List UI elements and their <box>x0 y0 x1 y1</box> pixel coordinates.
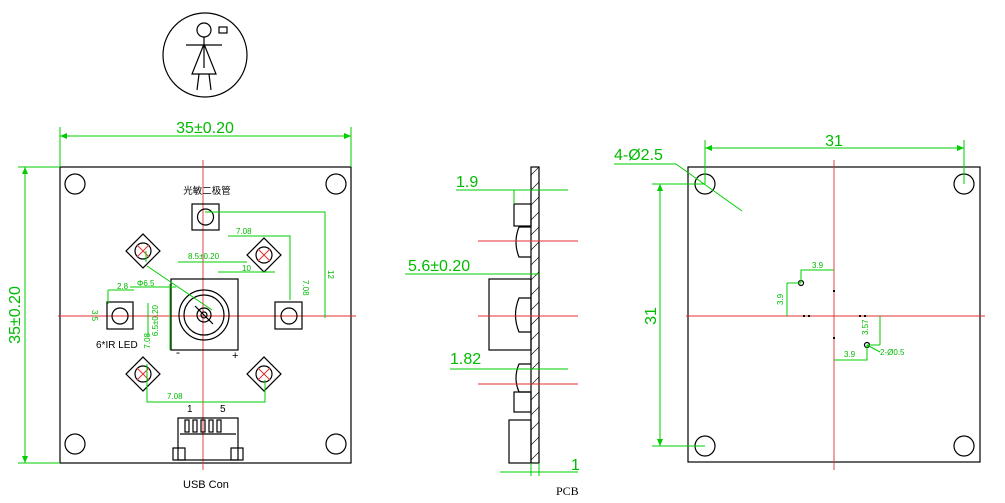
mount-hole <box>64 173 86 195</box>
front-view: 35±0.20 35±0.20 光敏二极管 <box>7 120 356 491</box>
front-board-outline <box>59 166 352 464</box>
dim-1-9: 1.9 <box>456 174 478 191</box>
ir-led <box>125 233 161 269</box>
dim-6-5: 6.5±0.20 <box>151 304 160 336</box>
dim-3-9-a: 3.9 <box>812 261 824 270</box>
led-side <box>515 226 531 258</box>
dim-3-57: 3.57 <box>861 319 870 335</box>
dim-1: 1 <box>571 457 580 474</box>
pcb-label: PCB <box>556 484 579 498</box>
dim-phi-6-5: Φ6.5 <box>137 279 155 288</box>
mount-hole <box>325 173 347 195</box>
usb-side <box>508 419 532 464</box>
back-view: 31 31 4-Ø2.5 3.9 3.9 3.57 3.9 2-Ø0.5 <box>614 133 985 470</box>
dim-7-08-right: 7.08 <box>301 280 310 296</box>
dim-7-08-bottom: 7.08 <box>167 392 183 401</box>
pin-5-label: 5 <box>220 404 226 415</box>
lens-side <box>488 278 532 351</box>
ir-led-label: 6*IR LED <box>96 340 138 351</box>
dim-7-08-left: 7.08 <box>143 332 152 348</box>
ir-led <box>106 301 134 330</box>
dim-2-phi-0-5: 2-Ø0.5 <box>880 348 905 357</box>
polarity-minus: - <box>176 345 180 359</box>
pcb-edge <box>530 166 540 464</box>
mount-hole <box>325 433 347 455</box>
dim-12: 12 <box>326 270 335 279</box>
dim-7-08-top: 7.08 <box>236 227 252 236</box>
ir-led <box>246 237 282 273</box>
ir-led <box>125 356 161 392</box>
mount-hole <box>64 433 86 455</box>
dim-1-82: 1.82 <box>450 351 481 368</box>
dim-5-6: 5.6±0.20 <box>408 258 470 275</box>
photodiode <box>191 203 220 231</box>
side-view: 1.9 5.6±0.20 1.82 1 PCB <box>405 166 580 498</box>
ir-led <box>274 301 303 330</box>
dim-3-5: 3.5 <box>90 310 99 322</box>
dim-8-5: 8.5±0.20 <box>188 252 220 261</box>
back-width-dim: 31 <box>825 133 843 150</box>
height-dimension: 35±0.20 <box>7 286 24 344</box>
ir-led <box>246 356 282 392</box>
polarity-plus: + <box>232 350 238 362</box>
width-dimension: 35±0.20 <box>176 120 234 137</box>
usb-connector <box>172 417 244 461</box>
photodiode-side <box>513 203 532 227</box>
dim-3-9-b: 3.9 <box>776 293 785 305</box>
usb-label: USB Con <box>183 479 229 491</box>
back-height-dim: 31 <box>643 307 660 325</box>
photodiode-label: 光敏二极管 <box>183 185 231 197</box>
human-figure-icon <box>162 12 248 98</box>
dim-2-8: 2.8 <box>117 282 129 291</box>
dim-3-9-c: 3.9 <box>844 350 856 359</box>
camera-lens-module <box>170 278 239 351</box>
mount-hole <box>953 435 975 457</box>
dim-10: 10 <box>242 264 251 273</box>
holes-dim: 4-Ø2.5 <box>614 147 663 164</box>
led-side <box>515 363 531 393</box>
pin-1-label: 1 <box>187 404 193 415</box>
